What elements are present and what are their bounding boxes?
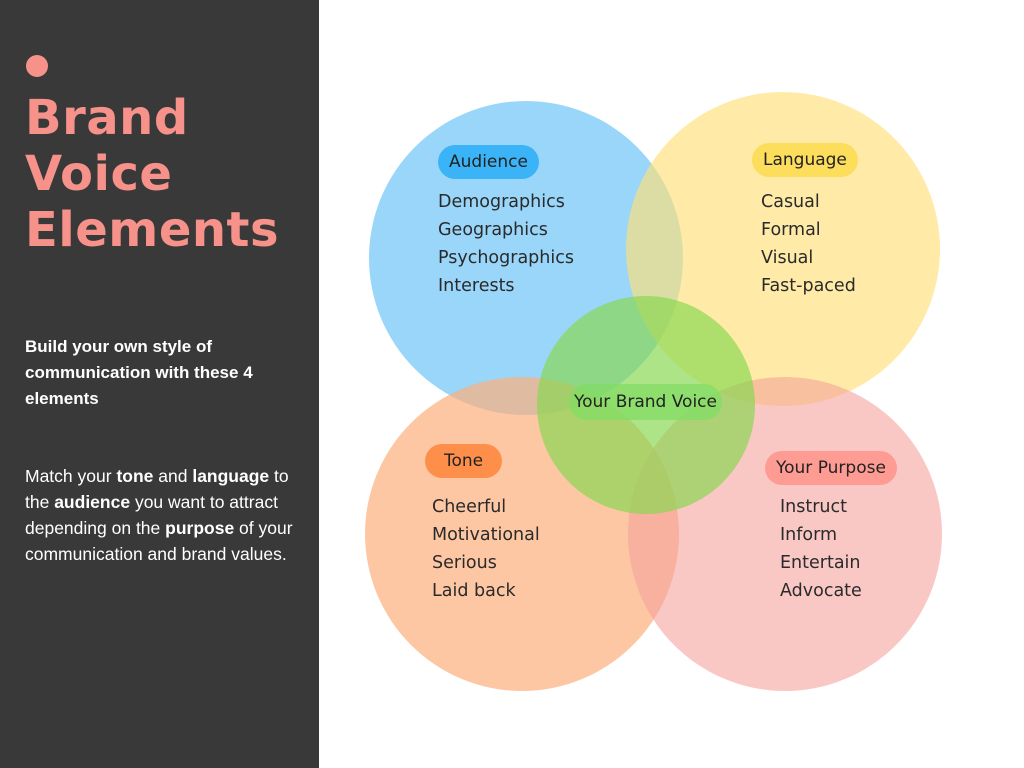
keyword-purpose: purpose <box>165 518 235 538</box>
list-item: Cheerful <box>432 497 507 517</box>
keyword-tone: tone <box>116 466 154 486</box>
description-text: to the <box>25 466 289 512</box>
keyword-language: language <box>192 466 270 486</box>
description-text: and <box>153 466 193 486</box>
list-item: Psychographics <box>438 248 574 268</box>
description: Match your tone and language to the audi… <box>25 463 300 567</box>
list-item: Interests <box>438 276 515 296</box>
list-item: Inform <box>780 525 838 545</box>
list-item: Laid back <box>432 581 516 601</box>
title-line: Voice <box>25 146 173 202</box>
accent-dot <box>26 55 48 77</box>
brand-voice-label: Your Brand Voice <box>569 384 722 420</box>
list-item: Fast-paced <box>761 276 856 296</box>
list-item: Instruct <box>780 497 848 517</box>
list-item: Advocate <box>780 581 862 601</box>
audience-items: Demographics Geographics Psychographics … <box>438 188 574 300</box>
list-item: Motivational <box>432 525 540 545</box>
sidebar: Brand Voice Elements Build your own styl… <box>0 0 319 768</box>
list-item: Casual <box>761 192 820 212</box>
list-item: Serious <box>432 553 497 573</box>
title-line: Elements <box>25 202 280 258</box>
page-title: Brand Voice Elements <box>25 90 279 258</box>
description-text: Match your <box>25 466 117 486</box>
list-item: Demographics <box>438 192 565 212</box>
list-item: Entertain <box>780 553 861 573</box>
subtitle: Build your own style of communication wi… <box>25 337 253 408</box>
language-label: Language <box>752 143 858 177</box>
list-item: Geographics <box>438 220 548 240</box>
description-text: of your communication and brand values. <box>25 518 293 564</box>
tone-label: Tone <box>425 444 503 478</box>
list-item: Visual <box>761 248 814 268</box>
tone-items: Cheerful Motivational Serious Laid back <box>432 493 540 605</box>
title-line: Brand <box>25 90 189 146</box>
purpose-items: Instruct Inform Entertain Advocate <box>780 493 862 605</box>
purpose-label: Your Purpose <box>765 451 897 485</box>
language-items: Casual Formal Visual Fast-paced <box>761 188 856 300</box>
list-item: Formal <box>761 220 821 240</box>
keyword-audience: audience <box>54 492 131 512</box>
audience-label: Audience <box>438 145 539 179</box>
description-text: you want to attract depending on the <box>25 492 278 538</box>
